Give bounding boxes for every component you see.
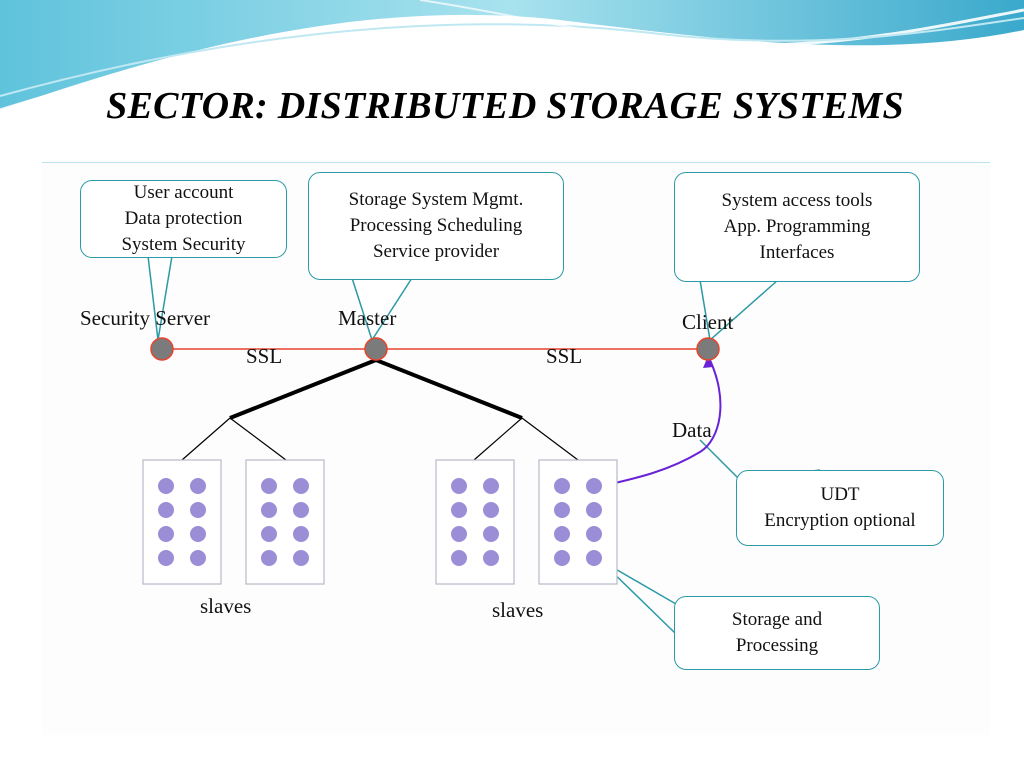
slave-node-dot [158,526,174,542]
trunk-left [229,358,377,420]
security-server-node [150,337,174,361]
slave-node-dot [554,550,570,566]
slave-rack [435,459,515,585]
security-callout-line-1: User account [133,182,234,203]
slave-node-dot [451,478,467,494]
slave-rack [538,459,618,585]
slave-node-dot [261,478,277,494]
slave-node-dot [158,478,174,494]
slave-node-dot [293,502,309,518]
master-node [364,337,388,361]
slave-node-dot [293,478,309,494]
client-callout-line-2: App. Programming [723,216,871,237]
slave-node-dot [190,478,206,494]
data-callout-line-2: Encryption optional [764,510,916,531]
slave-node-dot [261,550,277,566]
header-waves [0,0,1024,112]
client-callout: System access tools App. Programming Int… [674,172,920,282]
slave-node-dot [483,526,499,542]
slave-rack [245,459,325,585]
slave-node-dot [554,526,570,542]
security-callout-line-3: System Security [121,234,246,255]
branch-1 [181,417,231,461]
security-callout: User account Data protection System Secu… [80,180,287,258]
security-server-label: Security Server [80,306,211,330]
slave-node-dot [554,478,570,494]
security-callout-line-2: Data protection [124,208,243,229]
branch-2 [229,417,287,461]
slave-node-dot [586,478,602,494]
slave-node-dot [586,526,602,542]
storage-callout: Storage and Processing [674,596,880,670]
slave-node-dot [483,550,499,566]
slide-title: SECTOR: DISTRIBUTED STORAGE SYSTEMS [106,85,904,127]
data-arrow [591,355,722,492]
slave-node-dot [586,550,602,566]
slave-node-dot [293,526,309,542]
storage-callout-line-1: Storage and [731,609,823,630]
slave-node-dot [554,502,570,518]
client-node [696,337,720,361]
slave-rack [142,459,222,585]
slave-node-dot [261,502,277,518]
slave-node-dot [158,550,174,566]
master-callout-line-1: Storage System Mgmt. [348,189,524,210]
client-callout-line-3: Interfaces [759,242,835,263]
ssl-right-label: SSL [546,344,583,368]
storage-callout-line-2: Processing [735,635,819,656]
data-callout: UDT Encryption optional [736,470,944,546]
master-callout-line-3: Service provider [372,241,500,262]
slave-node-dot [190,550,206,566]
slaves-right-label: slaves [492,598,544,622]
slaves-left-label: slaves [200,594,252,618]
client-callout-line-1: System access tools [721,190,873,211]
data-arrow-head-top [703,356,713,368]
branch-3 [473,417,523,461]
data-label: Data [672,418,712,442]
slave-node-dot [483,478,499,494]
ssl-left-label: SSL [246,344,283,368]
slave-node-dot [483,502,499,518]
master-callout-line-2: Processing Scheduling [349,215,523,236]
slave-node-dot [451,502,467,518]
client-label: Client [682,310,734,334]
master-label: Master [338,306,397,330]
slave-node-dot [586,502,602,518]
master-callout: Storage System Mgmt. Processing Scheduli… [308,172,564,280]
slave-node-dot [293,550,309,566]
branch-4 [521,417,579,461]
slave-node-dot [451,550,467,566]
slave-node-dot [190,502,206,518]
slave-node-dot [451,526,467,542]
trunk-right [375,358,523,420]
slave-node-dot [261,526,277,542]
data-callout-line-1: UDT [820,484,860,505]
slave-node-dot [190,526,206,542]
slave-node-dot [158,502,174,518]
